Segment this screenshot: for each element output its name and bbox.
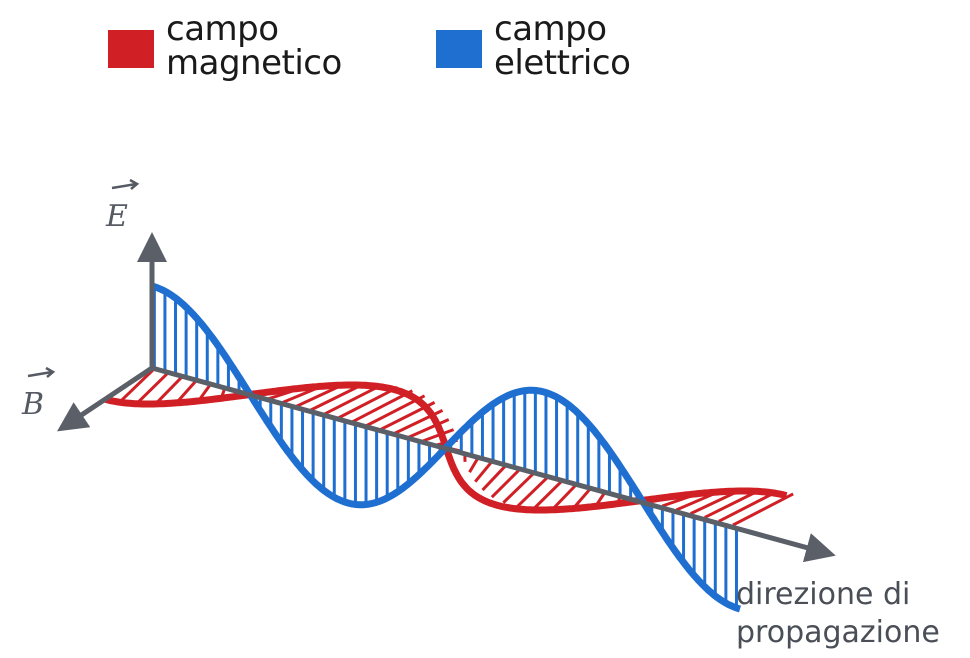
magnetic-hatch-line: [308, 383, 363, 412]
propagation-axis: [151, 365, 836, 563]
propagation-line1: direzione di: [736, 577, 911, 612]
legend-label-electric: campo elettrico: [494, 9, 631, 83]
magnetic-hatch-line: [337, 385, 399, 420]
magnetic-hatch-line: [136, 371, 170, 404]
magnetic-hatch-line: [704, 489, 759, 519]
b-axis-label: B: [21, 366, 56, 422]
e-vector-arrow-icon: [111, 178, 140, 190]
e-label-text: E: [105, 199, 128, 234]
magnetic-hatch-line: [481, 463, 509, 492]
magnetic-hatch-line: [474, 459, 495, 483]
legend-label-magnetic: campo magnetico: [166, 12, 342, 80]
propagation-label: direzione di propagazione: [736, 576, 966, 652]
magnetic-hatch-line: [718, 490, 778, 523]
magnetic-hatch-line: [732, 492, 794, 527]
legend: campo magnetico campo elettrico: [0, 6, 970, 106]
magnetic-hatch-line: [502, 470, 537, 504]
legend-magnetic-line1: campo: [166, 9, 279, 49]
magnetic-hatch-line: [294, 384, 342, 409]
legend-item-magnetic: campo magnetico: [108, 12, 342, 80]
magnetic-hatch-line: [689, 490, 738, 516]
legend-magnetic-line2: magnetico: [166, 43, 342, 83]
legend-electric-line1: campo: [494, 9, 607, 49]
legend-item-electric: campo elettrico: [436, 9, 631, 83]
legend-electric-line2: elettrico: [494, 43, 631, 83]
magnetic-hatch-line: [154, 375, 184, 405]
b-vector-arrow-icon: [27, 366, 56, 378]
b-axis: [57, 365, 154, 432]
magnetic-hatch-line: [550, 482, 579, 512]
magnetic-hatch-line: [120, 367, 156, 402]
electric-swatch: [436, 30, 482, 68]
propagation-line2: propagazione: [736, 615, 940, 650]
magnetic-hatch-line: [490, 466, 523, 499]
magnetic-hatch-line: [323, 384, 382, 416]
magnetic-swatch: [108, 30, 154, 68]
magnetic-hatch-line: [351, 389, 413, 424]
b-label-text: B: [21, 387, 44, 422]
magnetic-hatch-line: [407, 418, 450, 439]
magnetic-hatch-line: [516, 474, 551, 508]
e-axis-label: E: [105, 178, 140, 234]
magnetic-hatch-line: [421, 428, 455, 443]
magnetic-hatch-line: [532, 478, 565, 511]
